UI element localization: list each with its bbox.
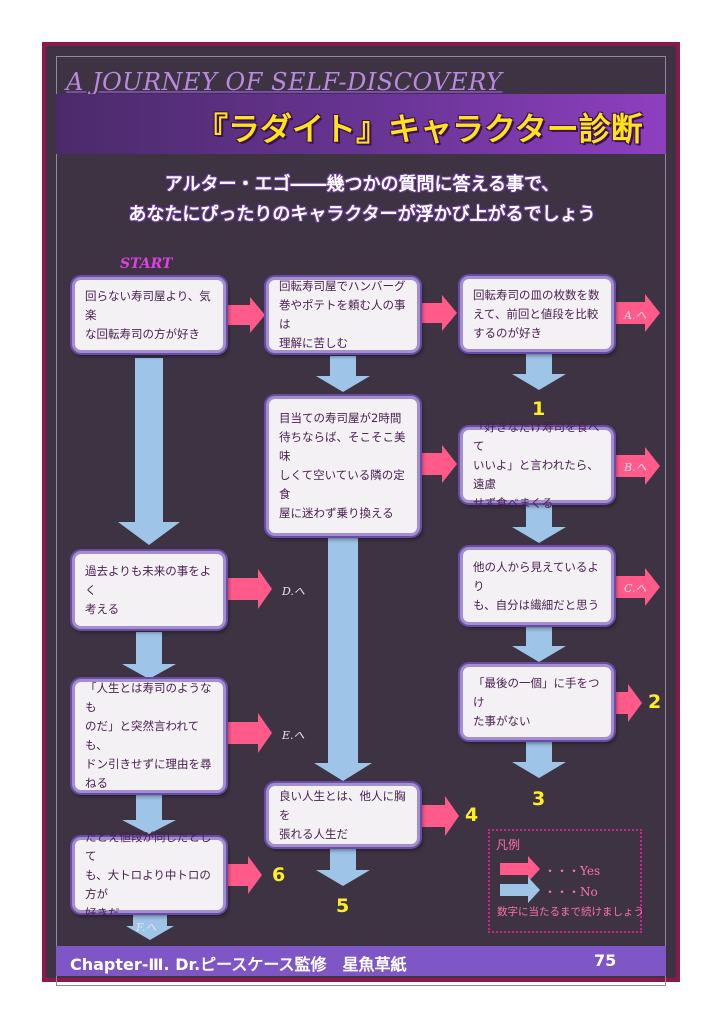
legend-no-arrow <box>500 877 540 903</box>
outcome-label-b: B.へ <box>624 461 647 474</box>
legend-title: 凡例 <box>496 838 521 852</box>
question-box-q11: たとえ値段が同じだとして も、大トロより中トロの方が 好きだ <box>72 830 226 920</box>
question-box-q10: 良い人生とは、他人に胸を 張れる人生だ <box>266 783 420 847</box>
footer-text: Chapter-Ⅲ. Dr.ピースケース監修 星魚草紙 <box>70 955 407 974</box>
result-number-1: 1 <box>532 398 546 420</box>
outcome-label-d: D.へ <box>282 585 305 598</box>
yes-arrow <box>614 447 660 485</box>
question-box-q4: 目当ての寿司屋が2時間 待ちならば、そこそこ美味 しくて空いている隣の定食 屋に… <box>266 396 420 536</box>
page-title: 『ラダイト』キャラクター診断 <box>196 110 643 148</box>
outcome-label-f: F.へ <box>136 921 157 934</box>
outcome-label-a: A.へ <box>624 309 647 322</box>
result-number-6: 6 <box>272 864 286 886</box>
no-arrow <box>512 505 566 543</box>
legend-yes-label: ・・・Yes <box>544 864 601 878</box>
yes-arrow <box>614 294 660 332</box>
question-box-q2: 回転寿司屋でハンバーグ 巻やポテトを頼む人の事は 理解に苦しむ <box>266 277 420 353</box>
question-box-q1: 回らない寿司屋より、気楽 な回転寿司の方が好き <box>72 277 226 353</box>
no-arrow <box>122 632 176 679</box>
no-arrow <box>512 626 566 662</box>
no-arrow <box>512 742 566 778</box>
legend-no-label: ・・・No <box>544 885 598 899</box>
yes-arrow <box>227 569 272 609</box>
no-arrow <box>126 914 174 940</box>
yes-arrow <box>420 796 459 836</box>
no-arrow <box>316 849 370 886</box>
start-label: START <box>120 256 173 272</box>
question-box-q8: 「人生とは寿司のようなも のだ」と突然言われても、 ドン引きせずに理由を尋 ねる <box>72 679 226 793</box>
legend-yes-arrow <box>500 856 540 882</box>
question-box-q3: 回転寿司の皿の枚数を数 えて、前回と値段を比較 するのが好き <box>460 276 614 352</box>
inner-border <box>56 56 666 986</box>
question-box-q7: 他の人から見えているより も、自分は繊細だと思う <box>460 547 614 625</box>
no-arrow <box>122 794 176 834</box>
intro-line-1: アルター・エゴ――幾つかの質問に答える事で、 <box>164 174 560 195</box>
result-number-3: 3 <box>532 788 546 810</box>
yes-arrow <box>227 297 265 333</box>
outcome-label-c: C.へ <box>624 582 647 595</box>
legend-box <box>488 829 642 933</box>
no-arrow <box>512 352 566 390</box>
intro-line-2: あなたにぴったりのキャラクターが浮かび上がるでしょう <box>128 204 596 225</box>
question-box-q5: 「好きなだけ寿司を食べて いいよ」と言われたら、遠慮 せず食べまくる <box>460 420 614 510</box>
yes-arrow <box>420 295 457 331</box>
legend-note: 数字に当たるまで続けましょう <box>497 906 644 918</box>
no-arrow <box>314 537 372 781</box>
page-number: 75 <box>594 951 617 970</box>
question-box-q6: 過去よりも未来の事をよく 考える <box>72 551 226 629</box>
yes-arrow <box>614 568 660 606</box>
question-box-q9: 「最後の一個」に手をつけ た事がない <box>460 664 614 740</box>
result-number-2: 2 <box>648 691 662 713</box>
yes-arrow <box>227 713 272 753</box>
result-number-5: 5 <box>336 895 350 917</box>
yes-arrow <box>227 856 262 894</box>
yes-arrow <box>420 445 457 483</box>
yes-arrow <box>614 684 642 722</box>
footer-bar <box>56 946 666 976</box>
title-band <box>56 94 666 154</box>
subtitle: A JOURNEY OF SELF-DISCOVERY <box>66 68 503 96</box>
outcome-label-e: E.へ <box>282 729 305 742</box>
no-arrow <box>316 356 370 392</box>
result-number-4: 4 <box>465 804 479 826</box>
no-arrow <box>118 358 180 545</box>
